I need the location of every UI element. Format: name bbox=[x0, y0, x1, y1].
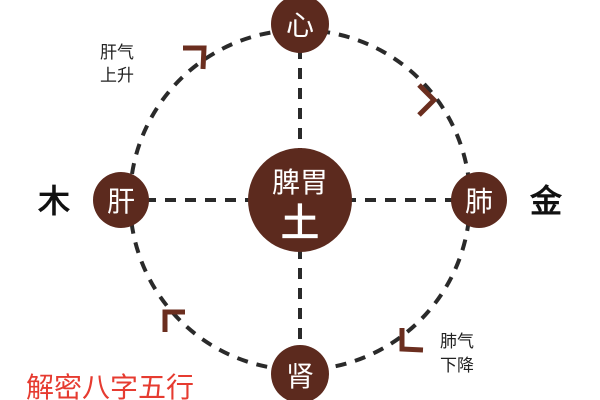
lung-qi-line2: 下降 bbox=[440, 356, 474, 376]
kidney-node-label: 肾 bbox=[286, 360, 314, 393]
wood-element-label: 木 bbox=[37, 182, 70, 220]
spleen-stomach-node: 脾胃 土 bbox=[248, 148, 352, 252]
liver-node: 肝 bbox=[93, 172, 149, 228]
liver-qi-line1: 肝气 bbox=[100, 43, 134, 63]
heart-node-label: 心 bbox=[286, 9, 314, 42]
arrow-lower-right-icon bbox=[399, 328, 424, 353]
arrow-upper-right-icon bbox=[417, 83, 438, 117]
spleen-stomach-label: 脾胃 bbox=[272, 166, 328, 199]
earth-element-label: 土 bbox=[281, 201, 319, 245]
arrow-lower-left-icon bbox=[162, 309, 185, 332]
kidney-node: 肾 bbox=[271, 345, 329, 400]
lung-node-label: 肺 bbox=[465, 185, 493, 218]
liver-node-label: 肝 bbox=[107, 185, 135, 218]
metal-element-label: 金 bbox=[529, 182, 563, 220]
arrow-upper-left-icon bbox=[183, 45, 207, 70]
liver-qi-line2: 上升 bbox=[100, 66, 134, 86]
watermark-text: 解密八字五行 bbox=[26, 371, 194, 400]
lung-qi-line1: 肺气 bbox=[440, 332, 474, 352]
lung-node: 肺 bbox=[451, 172, 507, 228]
heart-node: 心 bbox=[271, 0, 329, 53]
